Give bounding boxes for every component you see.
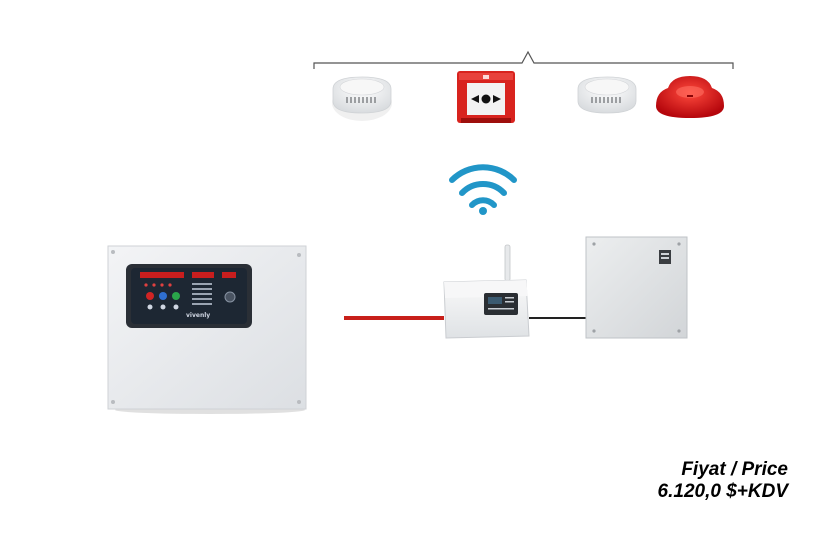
power-supply-icon	[585, 236, 688, 339]
smoke-detector-icon	[577, 76, 637, 114]
smoke-detector-icon	[332, 76, 392, 121]
manual-call-point-icon	[457, 71, 515, 123]
price-block: Fiyat / Price 6.120,0 $+KDV	[658, 459, 788, 503]
alarm-sounder-icon	[656, 76, 724, 118]
wifi-dot	[479, 207, 487, 215]
price-label: Fiyat / Price	[681, 459, 788, 480]
fire-control-panel: vivenly	[107, 245, 307, 414]
price-value: 6.120,0 $+KDV	[657, 481, 788, 502]
radio-module-icon	[443, 244, 530, 339]
panel-brand-label: vivenly	[186, 312, 210, 319]
device-group-bracket	[313, 50, 734, 69]
wifi-icon	[449, 164, 517, 208]
